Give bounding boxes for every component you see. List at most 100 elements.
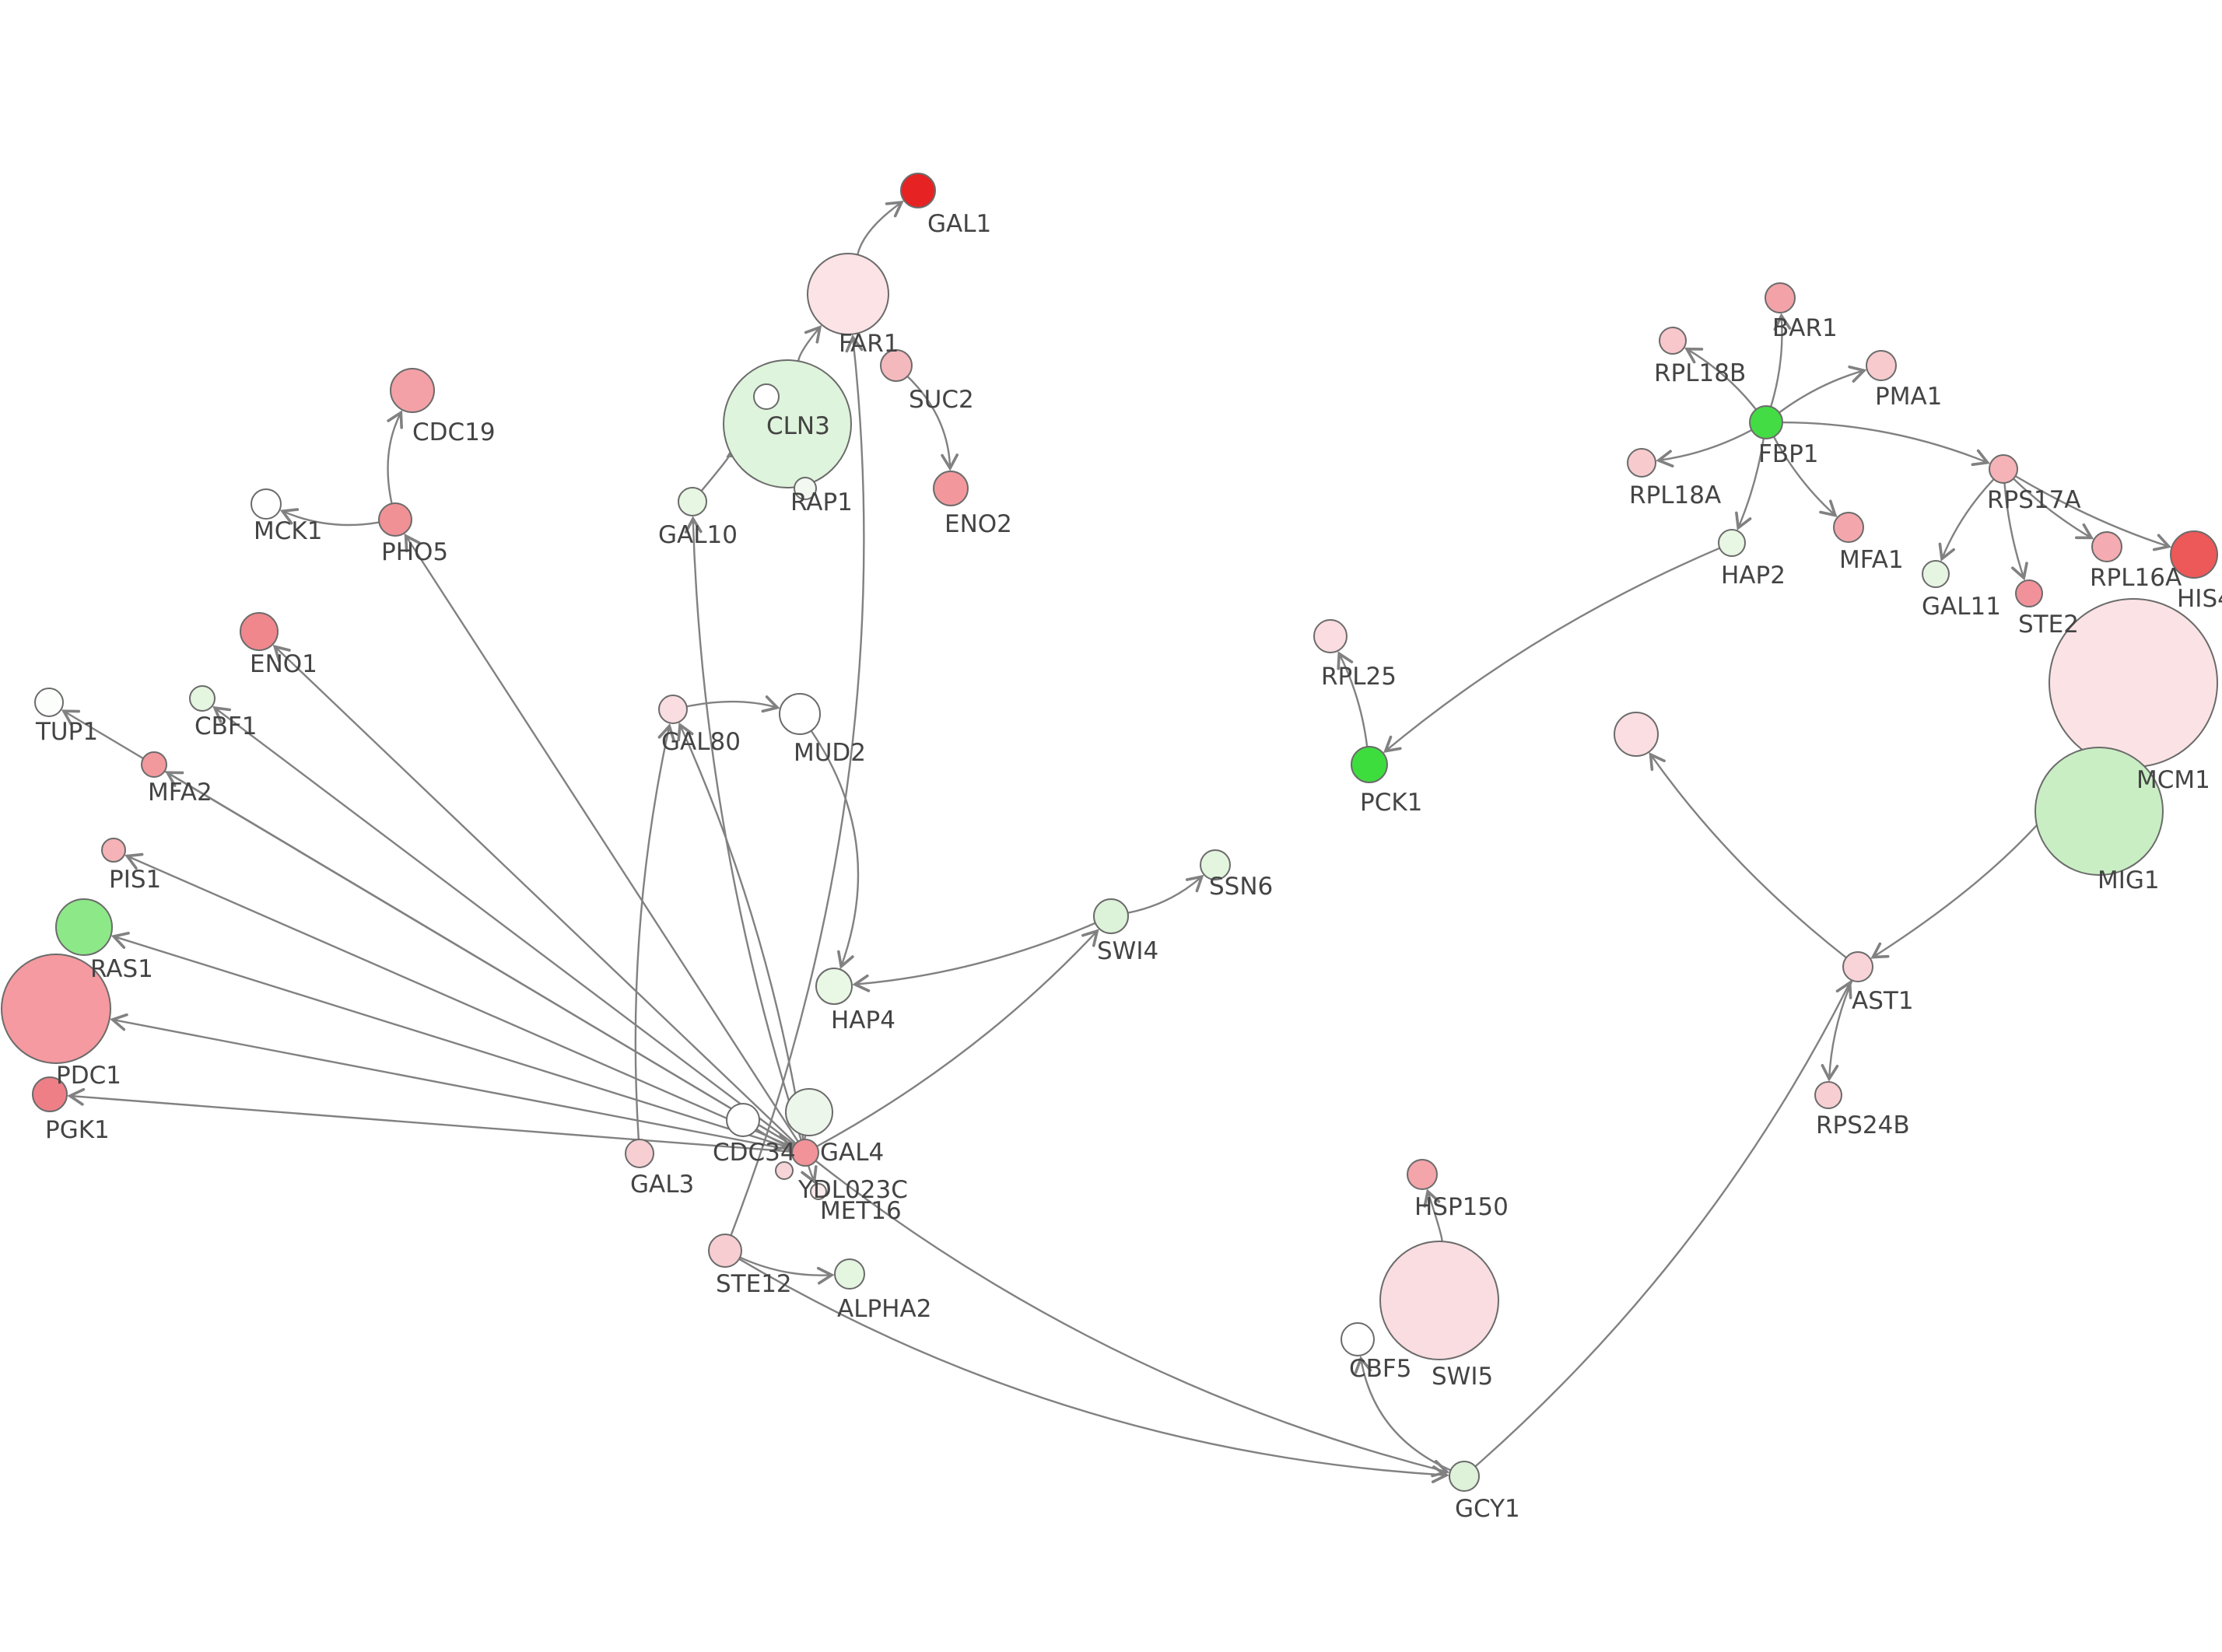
node-PMA1[interactable] [1866, 350, 1897, 381]
edge-mud2-hap4[interactable] [810, 730, 860, 970]
node-ENO1[interactable] [240, 612, 279, 651]
edge-gal80-mud2[interactable] [686, 695, 780, 713]
edge-ast1-tpi1[interactable] [1649, 752, 1847, 959]
node-YDL023C[interactable] [775, 1161, 794, 1180]
node-GAL4[interactable] [791, 1139, 819, 1167]
node-RPL25[interactable] [1313, 619, 1348, 653]
edge-gal4-ras1[interactable] [110, 931, 794, 1150]
node-HAP2[interactable] [1718, 529, 1746, 557]
node-SWI4[interactable] [1093, 898, 1129, 934]
edge-fbp1-mfa1[interactable] [1772, 436, 1838, 518]
node-PCK1[interactable] [1351, 746, 1388, 783]
edge-ste12-alpha2[interactable] [739, 1256, 835, 1285]
edge-gal4-gal10[interactable] [684, 516, 802, 1141]
node-FAR1[interactable] [807, 253, 889, 335]
node-label-RAP1: RAP1 [790, 488, 853, 516]
node-RPL18B[interactable] [1659, 327, 1687, 355]
node-HIS4[interactable] [2170, 530, 2218, 579]
node-GAL3[interactable] [625, 1139, 654, 1168]
node-MFA2[interactable] [141, 751, 167, 778]
edge-gal4-gal80[interactable] [677, 722, 804, 1140]
edge-far1-gal1[interactable] [857, 200, 904, 255]
node-tpi1[interactable] [1614, 712, 1659, 757]
node-PIS1[interactable] [101, 838, 126, 863]
node-label-PIS1: PIS1 [109, 866, 161, 894]
node-STE2[interactable] [2015, 579, 2043, 607]
node-ALPHA2[interactable] [834, 1258, 865, 1290]
node-CBF5[interactable] [1341, 1322, 1375, 1356]
node-RPL18A[interactable] [1627, 448, 1656, 478]
edge-hap2-pck1[interactable] [1383, 547, 1720, 754]
edge-fbp1-bar1[interactable] [1769, 313, 1792, 408]
node-PGK1[interactable] [32, 1076, 68, 1112]
edge-gcy1-ast1[interactable] [1474, 980, 1852, 1468]
node-rap1w[interactable] [753, 383, 780, 410]
node-MFA1[interactable] [1833, 512, 1864, 543]
node-SSN6[interactable] [1200, 849, 1231, 880]
edge-fbp1-hap2[interactable] [1735, 438, 1765, 530]
edge-ste12-gcy1[interactable] [738, 1258, 1449, 1484]
edge-pck1-rpl25[interactable] [1337, 651, 1369, 747]
node-FBP1[interactable] [1749, 405, 1783, 439]
edge-gal4-pis1[interactable] [124, 852, 794, 1149]
node-GCY1[interactable] [1449, 1461, 1480, 1492]
node-RPS24B[interactable] [1814, 1081, 1842, 1109]
edge-ast1-rps24b[interactable] [1821, 980, 1853, 1082]
edge-pho5-cdc19[interactable] [387, 410, 403, 504]
node-ENO2[interactable] [933, 471, 969, 506]
node-CBF1[interactable] [189, 685, 216, 712]
edge-swi5-hsp150[interactable] [1423, 1188, 1443, 1242]
node-SWI5[interactable] [1379, 1241, 1499, 1360]
edge-gal10-cln3[interactable] [700, 441, 745, 492]
node-RPL16A[interactable] [2091, 531, 2122, 562]
edge-rps17a-rpl16a[interactable] [2013, 478, 2094, 540]
node-GAL1[interactable] [900, 173, 936, 208]
node-TUP1[interactable] [34, 688, 64, 717]
edge-fbp1-rps17a[interactable] [1782, 421, 1990, 467]
edge-swi4-ssn6[interactable] [1127, 874, 1204, 914]
edge-gal4-cbf1[interactable] [212, 705, 796, 1146]
edge-gal4-eno1[interactable] [272, 644, 797, 1145]
node-CDC19[interactable] [390, 368, 435, 413]
edge-suc2-eno2[interactable] [906, 376, 959, 471]
edge-swi4-hap4[interactable] [852, 922, 1096, 992]
edge-gal4-mfa2[interactable] [165, 771, 795, 1147]
edge-gal4-gcy1[interactable] [815, 1160, 1450, 1478]
edge-gal3-gal80[interactable] [634, 723, 675, 1140]
node-hub[interactable] [785, 1088, 833, 1136]
node-PDC1[interactable] [1, 954, 111, 1064]
node-GAL80[interactable] [658, 695, 688, 724]
edge-fbp1-rpl18a[interactable] [1656, 429, 1753, 467]
edge-gal4-pgk1[interactable] [67, 1087, 793, 1153]
node-MUD2[interactable] [779, 693, 821, 735]
node-RAP1[interactable] [794, 477, 817, 500]
node-MCK1[interactable] [251, 488, 282, 520]
node-CDC34[interactable] [726, 1103, 760, 1137]
edge-gal4-pho5[interactable] [404, 533, 799, 1143]
node-MIG1[interactable] [2034, 747, 2164, 876]
edge-rps17a-ste2[interactable] [2003, 482, 2028, 581]
node-BAR1[interactable] [1765, 282, 1796, 313]
edge-gal4-swi4[interactable] [816, 929, 1099, 1147]
edge-rps17a-his4[interactable] [2014, 475, 2172, 551]
edge-cln3-far1[interactable] [797, 324, 822, 362]
node-SUC2[interactable] [880, 349, 913, 382]
node-GAL10[interactable] [678, 487, 707, 516]
edge-fbp1-pma1[interactable] [1779, 365, 1867, 414]
node-PHO5[interactable] [378, 502, 412, 537]
node-RPS17A[interactable] [1989, 454, 2018, 484]
edge-rps17a-gal11[interactable] [1938, 478, 1995, 562]
node-HSP150[interactable] [1407, 1159, 1438, 1190]
edge-pho5-mck1[interactable] [279, 508, 380, 527]
node-HAP4[interactable] [815, 968, 853, 1005]
node-AST1[interactable] [1842, 951, 1873, 982]
node-GAL11[interactable] [1922, 560, 1950, 588]
edge-fbp1-rpl18b[interactable] [1684, 347, 1757, 411]
edge-gal4-pdc1[interactable] [110, 1013, 793, 1151]
node-MET16[interactable] [810, 1183, 827, 1200]
edge-ste12-far1[interactable] [730, 334, 865, 1236]
node-STE12[interactable] [708, 1234, 742, 1268]
node-RAS1[interactable] [55, 898, 113, 956]
